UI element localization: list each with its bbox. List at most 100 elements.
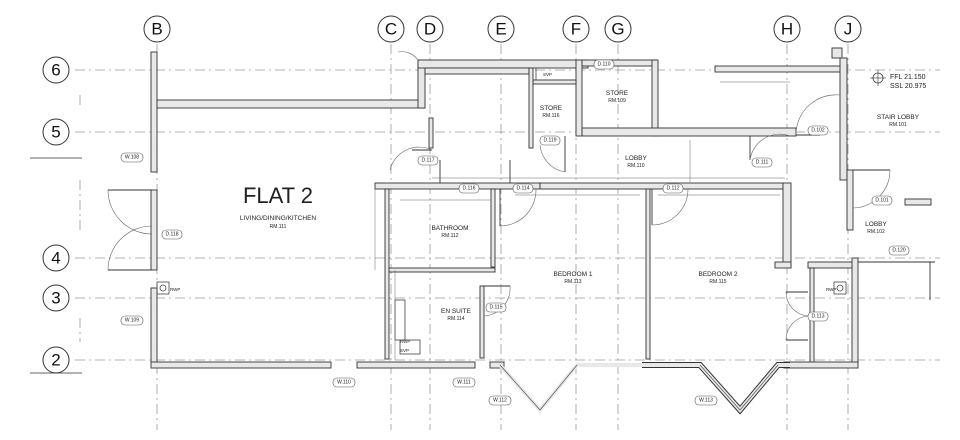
fixtures	[156, 67, 886, 360]
grid-col-label: C	[385, 20, 397, 39]
svg-text:D.101: D.101	[875, 198, 889, 204]
svg-text:D.113: D.113	[812, 314, 825, 320]
window-tag: W.112	[488, 395, 512, 406]
door-tags: D.110 D.117 D.119 D.116 D.114 D.112 D.11…	[161, 59, 910, 322]
svp-label: SVP	[400, 348, 409, 353]
grid-row-label: 6	[51, 61, 60, 80]
ffl-level: FFL 21.150	[890, 74, 926, 81]
grid-row-5: 5	[30, 118, 82, 159]
grid-row-label: 4	[51, 249, 60, 268]
grid-row-label: 3	[51, 289, 60, 308]
room-name: BEDROOM 2	[698, 271, 737, 278]
room-number: RM.113	[564, 279, 581, 285]
room-name: BATHROOM	[431, 225, 468, 232]
grid-col-H: H	[773, 15, 801, 43]
svg-text:W.109: W.109	[125, 318, 139, 324]
room-name: STORE	[606, 90, 629, 97]
room-name: STAIR LOBBY	[877, 114, 920, 121]
window-tag: W.110	[332, 377, 356, 388]
window-tag: W.111	[452, 377, 476, 388]
door-tag: D.101	[871, 195, 893, 206]
door-tag: D.112	[662, 183, 684, 194]
room-bathroom-112: BATHROOM RM.112	[431, 225, 468, 239]
svg-text:W.113: W.113	[699, 398, 713, 404]
flat-title: FLAT 2	[243, 183, 313, 208]
room-name: LOBBY	[865, 221, 887, 228]
walls	[150, 47, 859, 369]
grid-col-label: F	[571, 20, 581, 39]
svg-text:W.112: W.112	[493, 398, 507, 404]
svg-text:W.108: W.108	[125, 155, 139, 161]
room-lobby-110: LOBBY RM.110	[625, 155, 647, 169]
svg-text:D.115: D.115	[490, 305, 503, 311]
grid-col-F: F	[562, 15, 590, 43]
door-tag: D.116	[458, 183, 480, 194]
room-number: RM.102	[867, 229, 885, 235]
svg-text:W.110: W.110	[337, 380, 351, 386]
grid-col-J: J	[834, 15, 862, 43]
grid-col-label: G	[611, 20, 624, 39]
grid-col-label: D	[424, 20, 436, 39]
room-store-109: STORE RM.109	[606, 90, 629, 104]
door-tag: D.118	[161, 229, 183, 240]
svg-text:D.118: D.118	[166, 232, 179, 238]
window-tag: W.113	[694, 395, 718, 406]
room-store-116: STORE RM.116	[540, 105, 563, 119]
flat-room-number: RM.111	[270, 224, 287, 230]
room-number: RM.116	[542, 113, 559, 119]
room-name: EN SUITE	[441, 308, 472, 315]
pipe-annotations: SVP SVP RWP RWP RWP	[170, 72, 836, 353]
bay-windows	[498, 362, 790, 415]
flat-subtitle: LIVING/DINING/KITCHEN	[240, 215, 317, 222]
grid-col-label: B	[151, 20, 162, 39]
room-name: BEDROOM 1	[553, 271, 592, 278]
grid-col-C: C	[377, 15, 405, 43]
room-name: LOBBY	[625, 155, 647, 162]
grid-row-6: 6	[42, 56, 70, 84]
door-tag: D.110	[593, 59, 615, 70]
svg-text:W.111: W.111	[457, 380, 471, 386]
door-tag: D.117	[417, 155, 439, 166]
window-tags: W.108 W.109 W.110 W.111 W.112 W.113	[120, 152, 718, 406]
door-tag: D.113	[807, 311, 829, 322]
ssl-level: SSL 20.975	[890, 83, 926, 90]
grid-row-3: 3	[42, 284, 70, 312]
room-en-suite-114: EN SUITE RM.114	[441, 308, 472, 322]
grid-col-E: E	[487, 15, 515, 43]
room-stair-lobby-101: STAIR LOBBY RM.101	[877, 114, 920, 128]
room-lobby-102: LOBBY RM.102	[865, 221, 887, 235]
svg-text:D.110: D.110	[598, 62, 611, 68]
svg-text:D.120: D.120	[892, 248, 906, 254]
room-number: RM.109	[608, 98, 626, 104]
room-bedroom-2-115: BEDROOM 2 RM.115	[698, 271, 737, 285]
room-name: STORE	[540, 105, 563, 112]
grid-col-D: D	[416, 15, 444, 43]
svg-text:D.116: D.116	[463, 186, 476, 192]
grid-row-4: 4	[42, 244, 70, 272]
room-number: RM.112	[441, 233, 458, 239]
svg-text:D.114: D.114	[517, 186, 530, 192]
door-tag: D.115	[485, 302, 507, 313]
grid-row-label: 5	[51, 123, 60, 142]
room-number: RM.115	[709, 279, 726, 285]
grid-col-label: J	[844, 20, 853, 39]
flat-title-group: FLAT 2 LIVING/DINING/KITCHEN RM.111	[240, 183, 317, 230]
grid-row-label: 2	[51, 351, 60, 370]
window-tag: W.108	[120, 152, 144, 163]
door-tag: D.102	[807, 125, 829, 136]
grid-col-label: H	[781, 20, 793, 39]
svg-text:D.117: D.117	[422, 158, 435, 164]
grid-row-2: 2	[30, 346, 82, 374]
grid-col-G: G	[604, 15, 632, 43]
door-tag: D.114	[512, 183, 534, 194]
level-info: FFL 21.150 SSL 20.975	[890, 74, 926, 90]
room-bedroom-1-113: BEDROOM 1 RM.113	[553, 271, 592, 285]
svg-text:D.119: D.119	[544, 138, 557, 144]
room-number: RM.101	[889, 122, 907, 128]
grid-col-label: E	[495, 20, 506, 39]
door-tag: D.120	[888, 245, 910, 256]
door-tag: D.119	[539, 135, 561, 146]
door-tag: D.111	[751, 157, 773, 168]
rwp-label: RWP	[400, 339, 410, 344]
